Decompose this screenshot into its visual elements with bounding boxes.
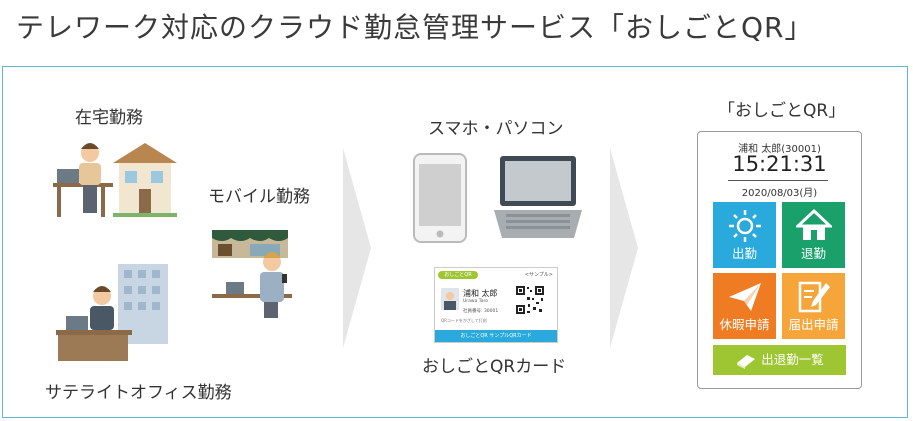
satellite-office-illustration — [56, 264, 168, 361]
flow-arrow-1 — [343, 148, 371, 348]
card-romaji: Urawa Taro — [463, 299, 489, 304]
clock-out-label: 退勤 — [800, 246, 826, 261]
clock-in-button[interactable]: 出勤 — [713, 202, 776, 268]
app-divider — [728, 180, 828, 181]
notification-request-label: 届出申請 — [788, 317, 839, 332]
pen-document-icon — [798, 281, 830, 313]
mobile-work-label: モバイル勤務 — [208, 187, 310, 207]
satellite-office-label: サテライトオフィス勤務 — [45, 383, 232, 403]
book-icon — [737, 354, 756, 369]
app-label: 「おしごとQR」 — [718, 101, 846, 121]
qr-card: おしごとQR <サンプル> 浦和 太郎 Urawa Taro 社員番号: 300… — [434, 267, 558, 343]
card-footer-note: QRコードをかざして打刻 — [441, 318, 487, 323]
leave-request-label: 休暇申請 — [719, 317, 770, 332]
app-date: 2020/08/03(月) — [741, 188, 818, 199]
card-name: 浦和 太郎 — [463, 289, 498, 298]
home-work-illustration — [53, 143, 177, 217]
home-work-label: 在宅勤務 — [75, 108, 143, 128]
card-brand: おしごとQR — [438, 271, 478, 279]
devices-label: スマホ・パソコン — [428, 119, 564, 139]
notification-request-button[interactable]: 届出申請 — [782, 273, 845, 339]
house-icon — [796, 208, 832, 240]
flow-arrow-2 — [610, 148, 638, 348]
qr-code-icon — [515, 285, 545, 315]
mobile-work-illustration — [212, 230, 292, 318]
clock-in-label: 出勤 — [731, 246, 757, 261]
qr-card-label: おしごとQRカード — [422, 357, 567, 377]
card-photo — [441, 288, 459, 310]
app-user-name: 浦和 太郎(30001) — [738, 144, 821, 155]
card-employee-no: 社員番号: 30001 — [463, 309, 499, 314]
clock-out-button[interactable]: 退勤 — [782, 202, 845, 268]
smartphone-icon — [413, 153, 467, 243]
attendance-list-button[interactable]: 出退勤一覧 — [713, 345, 846, 375]
card-sample-text: <サンプル> — [524, 272, 553, 278]
laptop-icon — [494, 156, 582, 238]
page-title: テレワーク対応のクラウド勤怠管理サービス「おしごとQR」 — [16, 11, 814, 44]
card-footer: おしごとQR サンプルQRカード — [435, 330, 557, 342]
paper-plane-icon — [729, 283, 761, 311]
app-clock: 15:21:31 — [732, 152, 827, 176]
leave-request-button[interactable]: 休暇申請 — [713, 273, 776, 339]
attendance-list-label: 出退勤一覧 — [761, 352, 824, 367]
sun-icon — [729, 210, 761, 242]
